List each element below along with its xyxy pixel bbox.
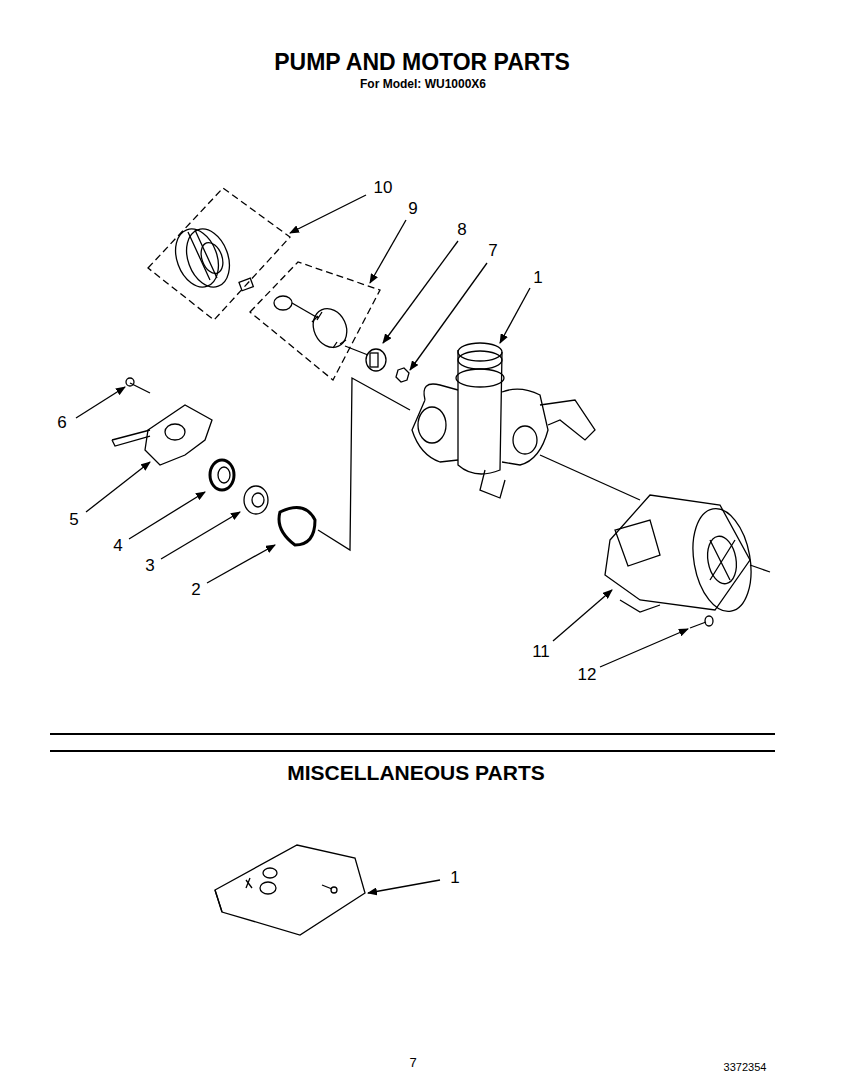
callout-number: 12 <box>578 666 597 685</box>
callout-number: 1 <box>450 869 459 888</box>
callout-number: 1 <box>533 269 542 288</box>
callout-number: 10 <box>374 179 393 198</box>
callout-number: 4 <box>113 537 122 556</box>
callout-number: 5 <box>69 511 78 530</box>
model-line: For Model: WU1000X6 <box>360 78 486 91</box>
callout-number: 11 <box>532 643 550 662</box>
group-box <box>250 262 380 380</box>
page-number: 7 <box>409 1056 416 1070</box>
callout-number: 7 <box>488 242 497 261</box>
section-title: MISCELLANEOUS PARTS <box>287 761 544 784</box>
page-title: PUMP AND MOTOR PARTS <box>274 50 570 75</box>
callout-number: 8 <box>457 221 466 240</box>
callout-number: 3 <box>145 557 154 576</box>
callout-number: 9 <box>408 200 417 219</box>
group-box <box>148 188 290 320</box>
document-number: 3372354 <box>724 1061 767 1073</box>
callout-number: 6 <box>57 414 66 433</box>
callout-number: 2 <box>191 581 200 600</box>
